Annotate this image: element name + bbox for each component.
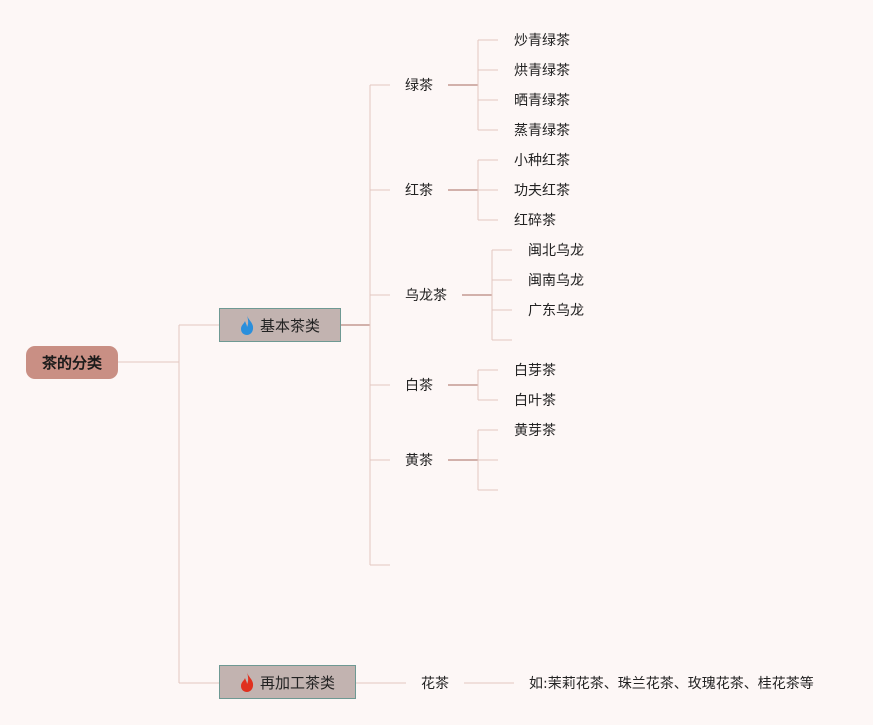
leaf-node[interactable]: 小种红茶 [514, 151, 570, 171]
leaf-node[interactable]: 红碎茶 [514, 211, 556, 231]
leaf-label: 晒青绿茶 [514, 93, 570, 109]
leaf-node[interactable]: 闽北乌龙 [528, 241, 584, 261]
root-node-label: 茶的分类 [41, 354, 102, 372]
leaf-node[interactable]: 广东乌龙 [528, 301, 584, 321]
category-node-basic[interactable]: 基本茶类 [219, 308, 341, 342]
leaf-node[interactable]: 晒青绿茶 [514, 91, 570, 111]
category-node-reprocessed[interactable]: 再加工茶类 [219, 665, 356, 699]
group-label: 乌龙茶 [405, 288, 447, 304]
group-label: 黄茶 [405, 453, 433, 469]
leaf-label: 小种红茶 [514, 153, 570, 169]
leaf-node[interactable]: 如:茉莉花茶、珠兰花茶、玫瑰花茶、桂花茶等 [529, 674, 814, 694]
leaf-label: 红碎茶 [514, 213, 556, 229]
blue-flame-icon [240, 315, 254, 335]
leaf-label: 黄芽茶 [514, 423, 556, 439]
group-label: 绿茶 [405, 78, 433, 94]
red-flame-icon [240, 672, 254, 692]
group-node-black[interactable]: 红茶 [405, 181, 433, 201]
leaf-node[interactable]: 闽南乌龙 [528, 271, 584, 291]
group-node-flower[interactable]: 花茶 [421, 674, 449, 694]
leaf-node[interactable]: 功夫红茶 [514, 181, 570, 201]
leaf-label: 功夫红茶 [514, 183, 570, 199]
category-node-basic-label: 基本茶类 [259, 316, 320, 335]
group-node-white[interactable]: 白茶 [405, 376, 433, 396]
group-node-green[interactable]: 绿茶 [405, 76, 433, 96]
leaf-node[interactable]: 烘青绿茶 [514, 61, 570, 81]
leaf-label: 蒸青绿茶 [514, 123, 570, 139]
leaf-node[interactable]: 白叶茶 [514, 391, 556, 411]
leaf-label: 如:茉莉花茶、珠兰花茶、玫瑰花茶、桂花茶等 [529, 676, 814, 692]
group-label: 花茶 [421, 676, 449, 692]
leaf-label: 闽南乌龙 [528, 273, 584, 289]
leaf-node[interactable]: 黄芽茶 [514, 421, 556, 441]
leaf-node[interactable]: 蒸青绿茶 [514, 121, 570, 141]
group-node-oolong[interactable]: 乌龙茶 [405, 286, 447, 306]
leaf-node[interactable]: 白芽茶 [514, 361, 556, 381]
group-node-yellow[interactable]: 黄茶 [405, 451, 433, 471]
group-label: 白茶 [405, 378, 433, 394]
leaf-node[interactable]: 炒青绿茶 [514, 31, 570, 51]
leaf-label: 炒青绿茶 [514, 33, 570, 49]
category-node-reprocessed-label: 再加工茶类 [259, 673, 335, 692]
root-node[interactable]: 茶的分类 [26, 346, 118, 379]
leaf-label: 广东乌龙 [528, 303, 584, 319]
leaf-label: 白芽茶 [514, 363, 556, 379]
leaf-label: 白叶茶 [514, 393, 556, 409]
leaf-label: 闽北乌龙 [528, 243, 584, 259]
group-label: 红茶 [405, 183, 433, 199]
leaf-label: 烘青绿茶 [514, 63, 570, 79]
